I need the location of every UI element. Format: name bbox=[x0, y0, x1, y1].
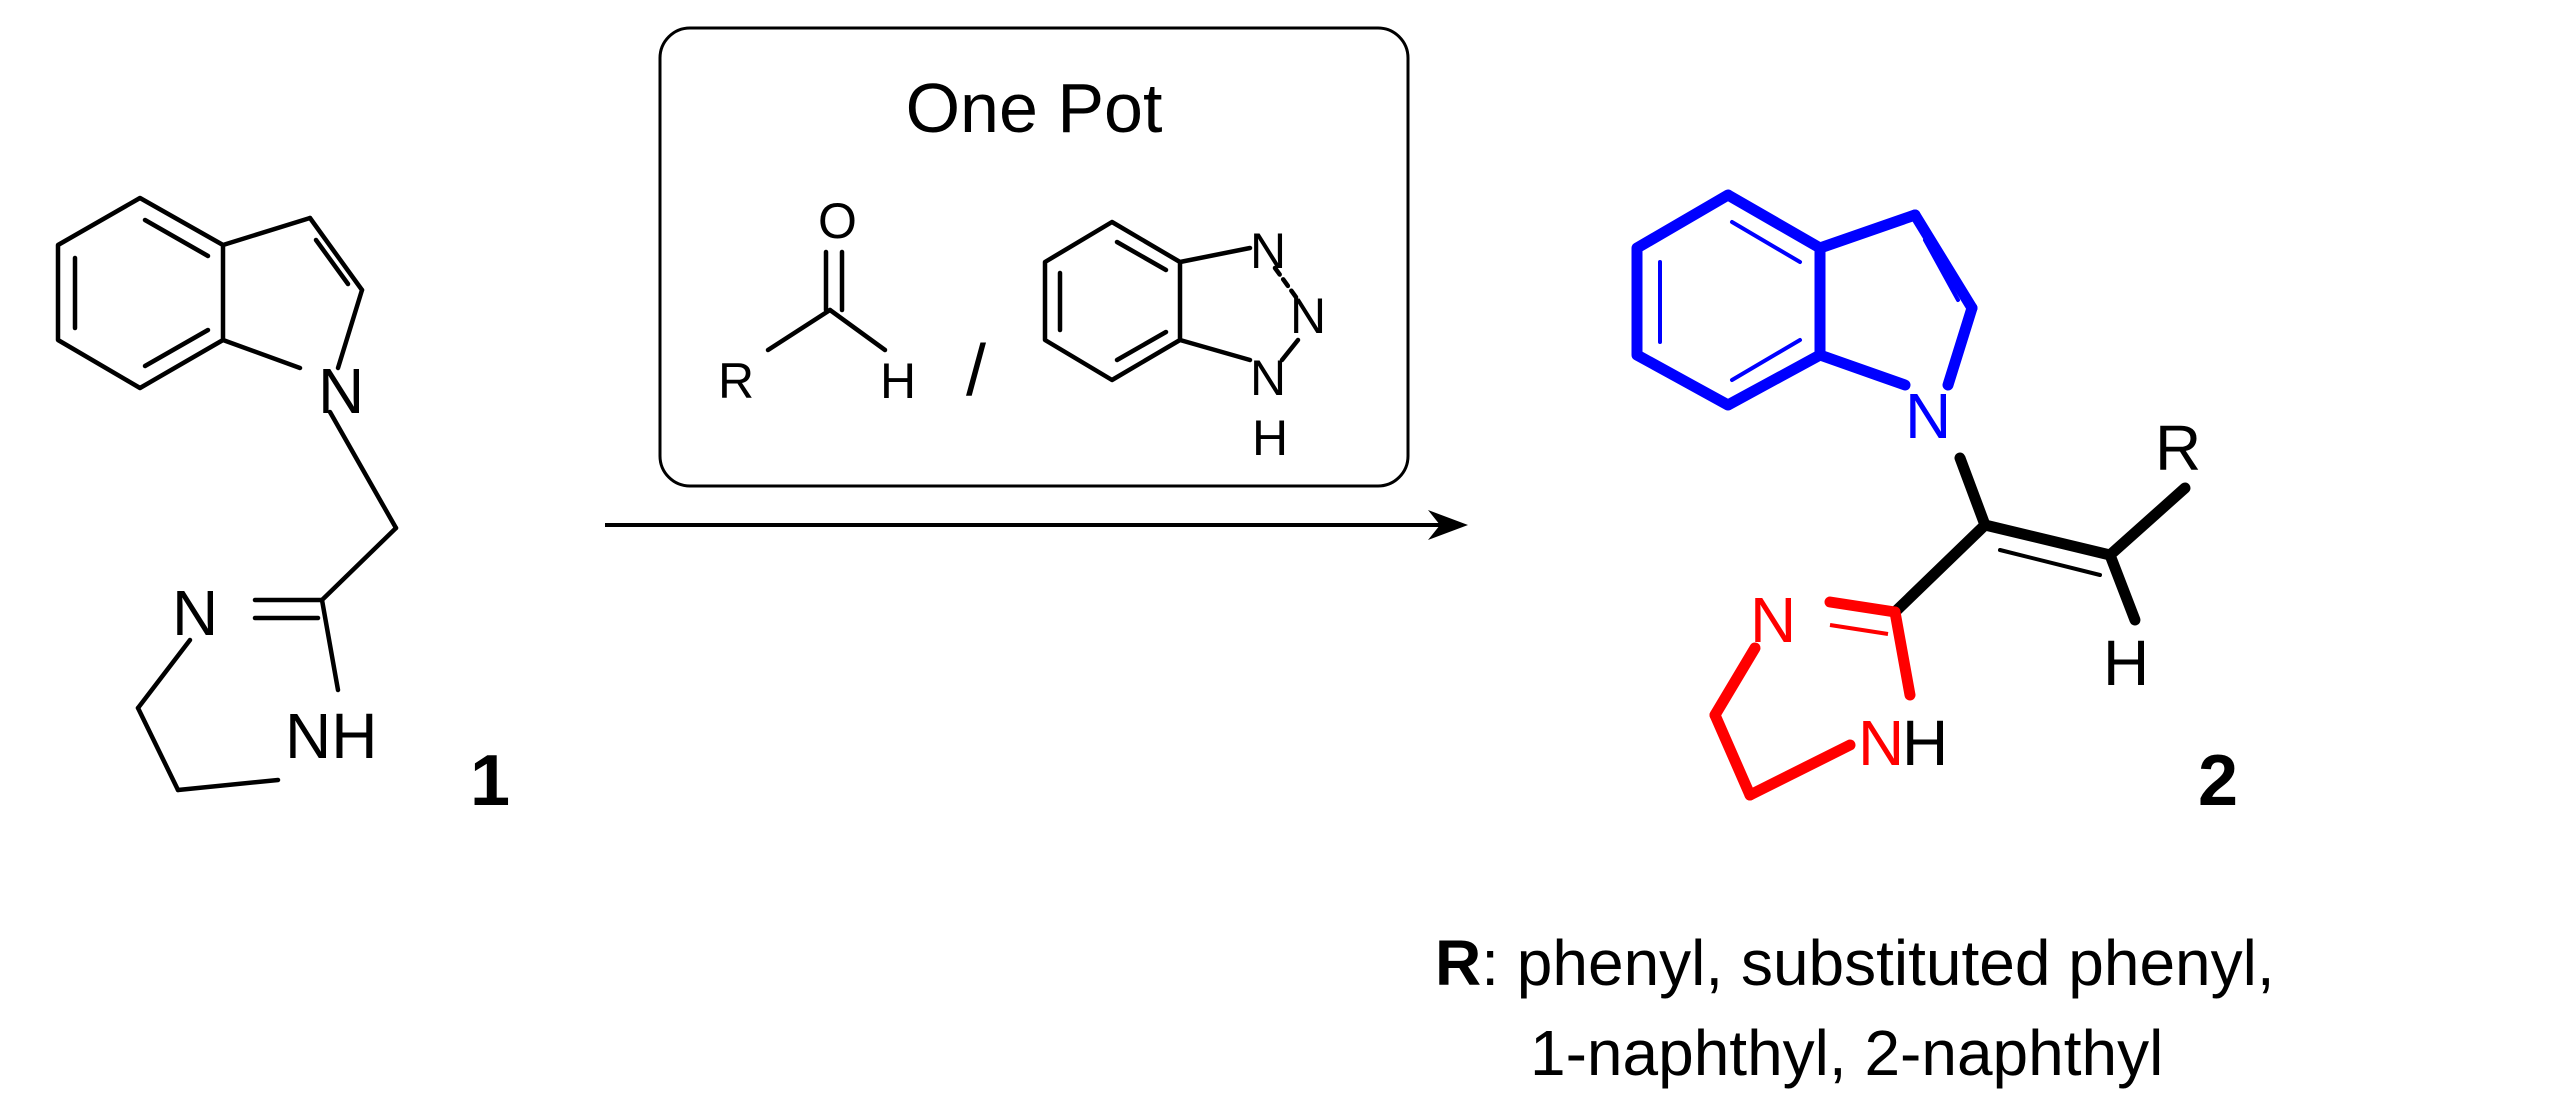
aldehyde-structure bbox=[765, 249, 888, 353]
indole-nitrogen-label: N bbox=[318, 355, 364, 427]
amine-nh-label: NH bbox=[285, 700, 377, 772]
r-definition-text-1: : phenyl, substituted phenyl, bbox=[1481, 927, 2274, 999]
product-r-label: R bbox=[2155, 412, 2201, 484]
imine-nitrogen-label: N bbox=[172, 577, 218, 649]
aldehyde-h-label: H bbox=[880, 353, 916, 409]
r-definition-bold-r: R bbox=[1435, 927, 1481, 999]
product-vinyl-h-label: H bbox=[2103, 627, 2149, 699]
triazole-n2-label: N bbox=[1290, 288, 1326, 344]
compound-1-number: 1 bbox=[470, 741, 510, 821]
r-definition-line-1: R: phenyl, substituted phenyl, bbox=[1435, 927, 2275, 999]
aldehyde-r-label: R bbox=[718, 353, 754, 409]
compound-1-structure bbox=[55, 195, 399, 793]
triazole-h-label: H bbox=[1252, 410, 1288, 466]
reagent-box-title: One Pot bbox=[906, 69, 1163, 147]
triazole-n1-label: N bbox=[1250, 223, 1286, 279]
compound-2-indole bbox=[1631, 189, 1978, 411]
reaction-arrow bbox=[605, 510, 1468, 540]
compound-2-number: 2 bbox=[2198, 741, 2238, 821]
benzotriazole-structure bbox=[1042, 219, 1301, 383]
compound-2-vinyl-linker bbox=[1889, 452, 2191, 626]
product-imine-nitrogen: N bbox=[1750, 584, 1796, 656]
product-amine-nitrogen: N bbox=[1858, 707, 1904, 779]
product-amine-h-label: H bbox=[1902, 707, 1948, 779]
product-indole-nitrogen: N bbox=[1905, 380, 1951, 452]
reagent-separator: / bbox=[966, 331, 986, 411]
aldehyde-oxygen-label: O bbox=[818, 193, 857, 249]
r-definition-line-2: 1-naphthyl, 2-naphthyl bbox=[1530, 1017, 2163, 1089]
reagent-box bbox=[658, 26, 1410, 488]
compound-2-imidazoline bbox=[1709, 596, 1916, 801]
triazole-n3-label: N bbox=[1250, 350, 1286, 406]
